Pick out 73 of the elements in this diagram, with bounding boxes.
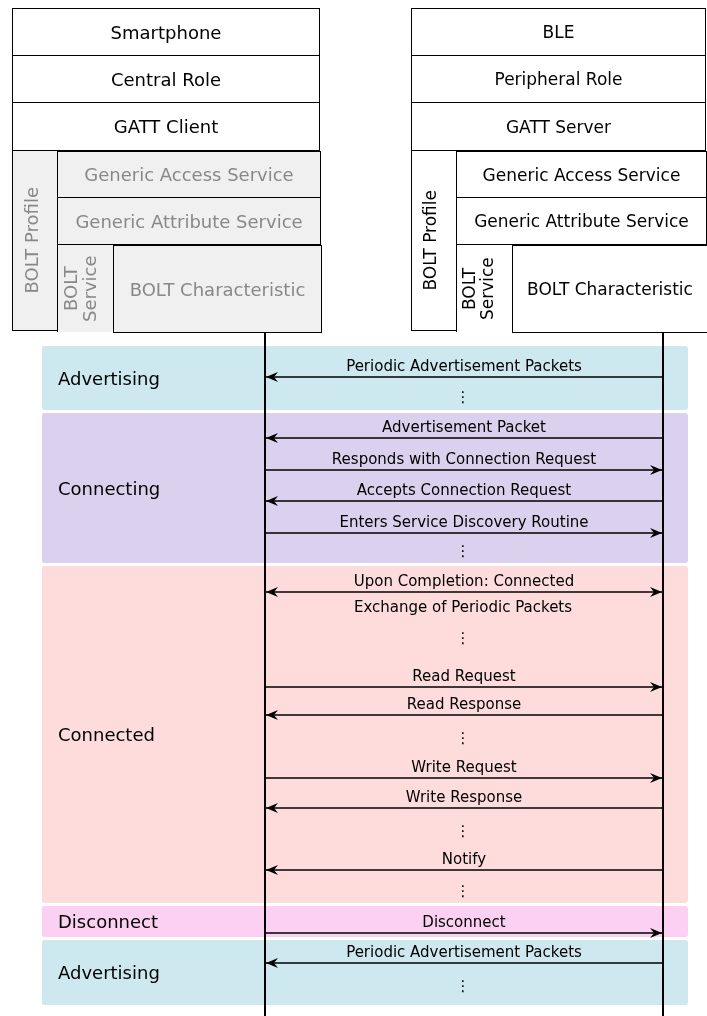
layer-label: Central Role — [110, 68, 222, 90]
ellipsis-mark: ⋮ — [455, 730, 471, 747]
message-arrow — [265, 773, 663, 783]
ellipsis-mark: ⋮ — [455, 630, 471, 647]
stack-layer-box — [411, 55, 706, 103]
edge-label: Disconnect — [422, 914, 506, 931]
edge-label: Notify — [441, 851, 487, 868]
service-label: BOLT Service — [461, 256, 497, 322]
edge-label: Write Response — [405, 789, 523, 806]
attribute-label: Generic Access Service — [84, 164, 294, 185]
ellipsis-mark: ⋮ — [455, 389, 471, 406]
layer-label: Peripheral Role — [494, 69, 623, 89]
message-arrow — [265, 928, 663, 938]
profile-box — [411, 150, 706, 331]
attribute-label: Generic Access Service — [482, 164, 681, 185]
edge-label: Accepts Connection Request — [356, 482, 572, 499]
message-arrow — [265, 496, 663, 506]
message-arrow — [265, 710, 663, 720]
message-arrow — [265, 528, 663, 538]
edge-label: Read Request — [412, 668, 516, 685]
phase-label: Connecting — [58, 477, 161, 499]
attribute-box — [57, 151, 321, 198]
attribute-box — [456, 151, 707, 198]
ellipsis-mark: ⋮ — [455, 883, 471, 900]
message-arrow — [265, 958, 663, 968]
attribute-box — [512, 245, 707, 333]
profile-box — [12, 150, 320, 331]
layer-label: GATT Client — [113, 116, 219, 137]
edge-label: Upon Completion: Connected — [353, 573, 575, 590]
stack-layer-box — [411, 8, 706, 56]
ellipsis-mark: ⋮ — [455, 823, 471, 840]
lifeline — [264, 330, 266, 1016]
attribute-box — [57, 197, 321, 245]
attribute-label: BOLT Characteristic — [527, 279, 693, 299]
stack-layer-box — [12, 102, 320, 151]
edge-label: Advertisement Packet — [382, 419, 546, 436]
edge-label: Enters Service Discovery Routine — [339, 514, 589, 531]
note-text: Exchange of Periodic Packets — [353, 599, 573, 616]
phase-label: Advertising — [58, 367, 160, 389]
attribute-label: Generic Attribute Service — [474, 211, 689, 231]
message-arrow — [265, 682, 663, 692]
ellipsis-mark: ⋮ — [455, 978, 471, 995]
attribute-label: Generic Attribute Service — [75, 210, 303, 232]
service-box — [456, 244, 707, 332]
phase-label: Connected — [58, 724, 155, 745]
edge-label: Periodic Advertisement Packets — [346, 944, 582, 961]
stack-layer-box — [12, 55, 320, 103]
profile-label: BOLT Profile — [422, 190, 440, 291]
service-box — [57, 244, 321, 332]
profile-label: BOLT Profile — [23, 187, 42, 294]
attribute-label: BOLT Characteristic — [129, 278, 306, 300]
ellipsis-mark: ⋮ — [455, 543, 471, 560]
message-arrow — [265, 865, 663, 875]
lifeline — [662, 330, 664, 1016]
stack-layer-box — [411, 102, 706, 151]
edge-label: Responds with Connection Request — [331, 451, 597, 468]
phase-label: Disconnect — [58, 911, 158, 932]
service-label: BOLT Service — [62, 254, 100, 324]
edge-label: Read Response — [406, 696, 522, 713]
edge-label: Write Request — [411, 759, 517, 776]
attribute-box — [113, 245, 322, 333]
message-arrow — [265, 372, 663, 382]
message-arrow — [265, 803, 663, 813]
message-arrow — [265, 433, 663, 443]
layer-label: GATT Server — [505, 116, 612, 137]
attribute-box — [456, 197, 707, 245]
edge-label: Periodic Advertisement Packets — [346, 358, 582, 375]
phase-label: Advertising — [58, 962, 160, 983]
stack-layer-box — [12, 8, 320, 56]
layer-label: BLE — [542, 22, 575, 42]
layer-label: Smartphone — [110, 21, 222, 43]
message-arrow — [265, 587, 663, 597]
message-arrow — [265, 465, 663, 475]
